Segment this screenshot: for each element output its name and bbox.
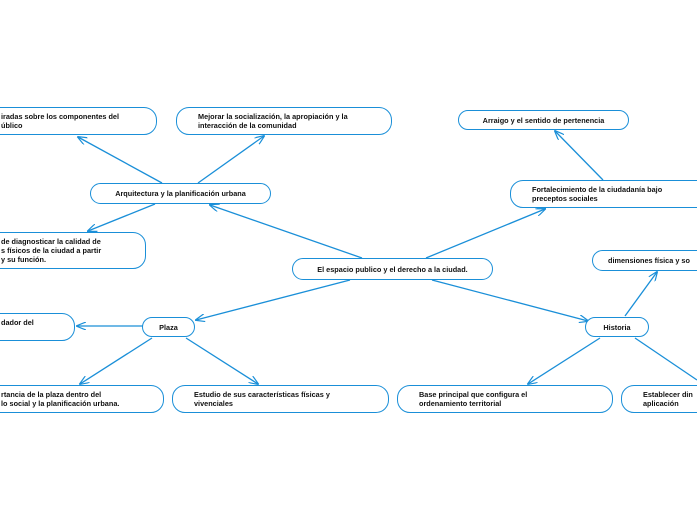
edge-fortalecimiento-arraigo [555,131,604,181]
establecer-label-line2: aplicación [643,399,679,408]
edge-historia-establecer [634,337,697,381]
socializacion-label-line1: Mejorar la socialización, la apropiación… [198,112,348,121]
edge-central-historia [431,279,588,321]
socializacion-label-line2: interacción de la comunidad [198,121,297,130]
edge-plaza-estudio [185,337,258,384]
arraigo-node[interactable]: Arraigo y el sentido de pertenencia [458,110,629,130]
diagnosticar-label-line3: y su función. [1,255,46,264]
fortalecimiento-label-line1: Fortalecimiento de la ciudadanía bajo [532,185,663,194]
diagnosticar-label-line2: s físicos de la ciudad a partir [1,246,102,255]
miradas-label-line1: iradas sobre los componentes del [1,112,120,121]
central-topic-label: El espacio publico y el derecho a la ciu… [317,264,468,274]
plaza-label: Plaza [159,322,178,332]
edge-central-plaza [196,279,351,320]
ordenador-node[interactable]: dador del [0,313,75,341]
base-principal-label-line2: ordenamiento territorial [419,399,502,408]
ordenador-label: dador del [1,318,34,327]
historia-label: Historia [603,322,631,332]
base-principal-label-line1: Base principal que configura el [419,390,528,399]
arquitectura-label: Arquitectura y la planificación urbana [115,189,246,198]
estudio-node[interactable]: Estudio de sus características físicas y… [172,385,389,413]
central-topic-node[interactable]: El espacio publico y el derecho a la ciu… [292,258,493,280]
base-principal-node[interactable]: Base principal que configura el ordenami… [397,385,613,413]
miradas-label-line2: úblico [1,121,23,130]
estudio-label-line1: Estudio de sus características físicas y [194,390,330,399]
edge-arquitectura-diagnosticar [88,203,156,231]
edge-historia-dimensiones [624,272,657,317]
estudio-label-line2: vivenciales [194,399,233,408]
edge-arquitectura-miradas [78,137,163,184]
edge-plaza-importancia [80,337,153,384]
dimensiones-node[interactable]: dimensiones física y so [592,250,697,271]
dimensiones-label: dimensiones física y so [608,256,690,265]
miradas-node[interactable]: iradas sobre los componentes del úblico [0,107,157,135]
importancia-label-line2: lo social y la planificación urbana. [1,399,120,408]
edge-arquitectura-socializacion [197,136,264,184]
edge-central-arquitectura [210,205,363,259]
diagnosticar-label-line1: de diagnosticar la calidad de [1,237,101,246]
plaza-node[interactable]: Plaza [142,317,195,337]
importancia-node[interactable]: rtancia de la plaza dentro del lo social… [0,385,164,413]
establecer-label-line1: Establecer din [643,390,693,399]
arquitectura-node[interactable]: Arquitectura y la planificación urbana [90,183,271,204]
fortalecimiento-node[interactable]: Fortalecimiento de la ciudadanía bajo pr… [510,180,697,208]
socializacion-node[interactable]: Mejorar la socialización, la apropiación… [176,107,392,135]
establecer-node[interactable]: Establecer din aplicación [621,385,697,413]
importancia-label-line1: rtancia de la plaza dentro del [1,390,102,399]
edge-historia-base [528,337,601,384]
fortalecimiento-label-line2: preceptos sociales [532,194,598,203]
historia-node[interactable]: Historia [585,317,649,337]
diagnosticar-node[interactable]: de diagnosticar la calidad de s físicos … [0,232,146,269]
arraigo-label: Arraigo y el sentido de pertenencia [482,115,605,125]
edge-central-fortalecimiento [425,209,545,259]
